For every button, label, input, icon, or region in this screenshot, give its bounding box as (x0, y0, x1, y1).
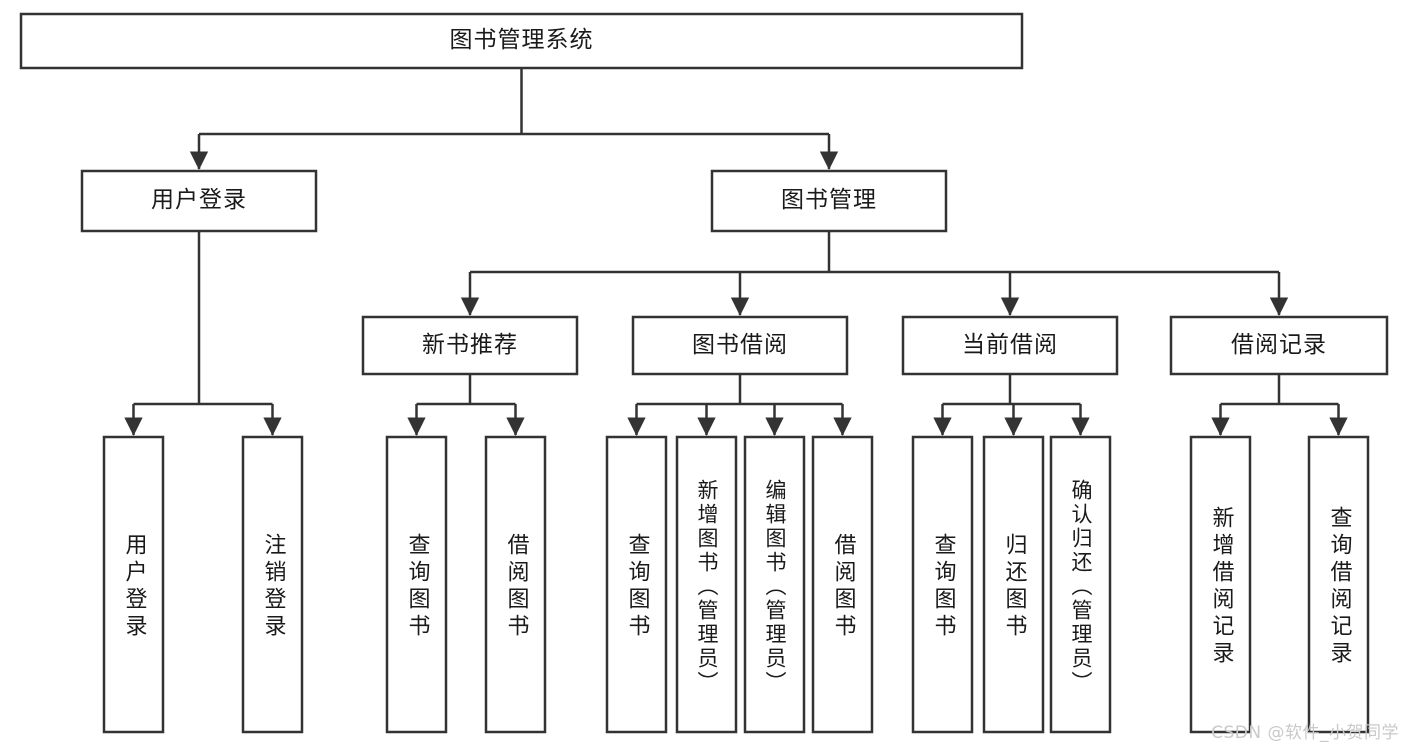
node-book-manage[interactable] (710, 169, 948, 233)
node-leaf-return-book[interactable] (982, 435, 1045, 734)
node-leaf-add-book[interactable] (675, 435, 738, 734)
node-leaf-logout[interactable] (241, 435, 304, 734)
node-leaf-confirm-return[interactable] (1049, 435, 1112, 734)
node-leaf-query-book-1[interactable] (385, 435, 448, 734)
node-user-login[interactable] (80, 169, 318, 233)
node-leaf-borrow-book-1[interactable] (484, 435, 547, 734)
node-current-borrow[interactable] (901, 315, 1119, 376)
node-leaf-user-login[interactable] (102, 435, 165, 734)
node-leaf-borrow-book-2[interactable] (811, 435, 874, 734)
connector-layer (124, 69, 1348, 436)
node-leaf-query-book-3[interactable] (911, 435, 974, 734)
node-root[interactable] (19, 12, 1024, 70)
box-layer (19, 12, 1389, 734)
node-book-borrow[interactable] (631, 315, 849, 376)
watermark: CSDN @软件_小贺同学 (1211, 723, 1399, 743)
node-new-book-rec[interactable] (361, 315, 579, 376)
node-leaf-query-record[interactable] (1307, 435, 1370, 734)
node-leaf-add-record[interactable] (1189, 435, 1252, 734)
node-borrow-record[interactable] (1169, 315, 1389, 376)
node-leaf-query-book-2[interactable] (605, 435, 668, 734)
node-leaf-edit-book[interactable] (743, 435, 806, 734)
